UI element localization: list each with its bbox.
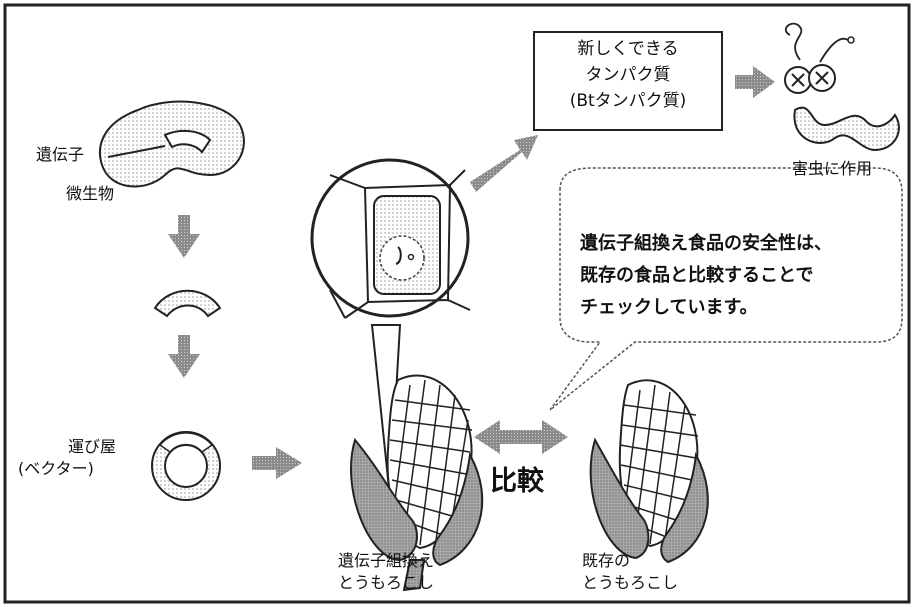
existing-corn-label-line1: 既存の [582,551,631,570]
speech-line2: 既存の食品と比較することで [580,265,814,286]
microbe-icon [98,100,245,188]
speech-line3: チェックしています。 [580,297,758,318]
right-arrow-icon [252,447,302,479]
cell-magnified-icon [310,158,471,499]
pest-effect-label: 害虫に作用 [792,159,873,178]
pest-insect-icon [784,22,900,152]
gm-corn-label-line1: 遺伝子組換え [338,551,435,570]
vector-plasmid-icon [151,431,221,501]
down-arrow-icon [168,335,200,378]
speech-bubble [549,167,903,411]
right-arrow-icon [735,66,775,98]
vector-label-line2: (ベクター) [18,459,94,478]
vector-label-line1: 運び屋 [68,437,117,456]
new-protein-line1: 新しくできる [577,39,679,59]
new-protein-box [533,31,723,131]
diagonal-arrow-icon [470,135,538,192]
comparison-label: 比較 [490,466,544,497]
gene-fragment-icon [153,289,222,318]
outer-frame [3,3,911,604]
comparison-double-arrow-icon [474,420,568,454]
existing-corn-icon [589,379,709,564]
gm-corn-icon [350,374,484,592]
existing-corn-label-line2: とうもろこし [582,573,679,592]
microbe-label: 微生物 [66,184,115,203]
down-arrow-icon [168,215,200,258]
new-protein-line2: タンパク質 [585,65,671,85]
gene-label: 遺伝子 [36,145,85,164]
new-protein-line3: (Btタンパク質) [569,91,687,111]
speech-line1: 遺伝子組換え食品の安全性は、 [580,233,832,254]
gm-corn-label-line2: とうもろこし [338,573,435,592]
